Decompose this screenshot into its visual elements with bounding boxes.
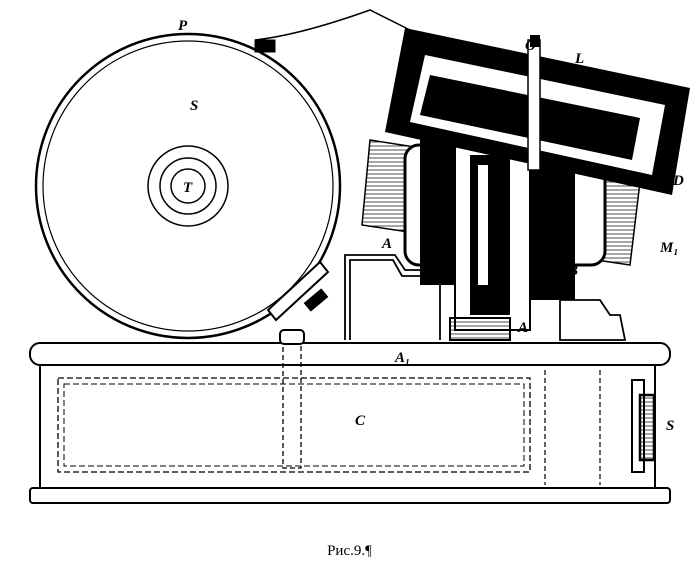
label-A1: A₁ [394, 350, 410, 366]
base [29, 329, 671, 504]
label-M1: M₁ [659, 240, 679, 256]
pilcrow-mark: ¶ [365, 543, 372, 559]
label-R: R [672, 88, 683, 104]
label-T: T [183, 180, 193, 196]
label-S-disc: S [190, 98, 198, 114]
label-S-side: S [666, 418, 674, 434]
coil-assembly [420, 125, 575, 341]
label-N: N [594, 68, 607, 84]
figure-labels: P S T O L N R D M₁ B A A A₁ C S [178, 18, 684, 434]
housing [385, 28, 690, 195]
label-O: O [525, 38, 536, 54]
label-A-left: A [381, 236, 392, 252]
label-P: P [178, 18, 188, 34]
label-L: L [574, 51, 584, 67]
label-B: B [567, 263, 578, 279]
disc-drum [34, 9, 411, 340]
figure-caption: Рис.9.¶ [0, 543, 699, 560]
label-D: D [672, 173, 684, 189]
caption-text: Рис.9. [327, 543, 366, 559]
label-C: C [355, 413, 366, 429]
label-A-right: A [517, 320, 528, 336]
